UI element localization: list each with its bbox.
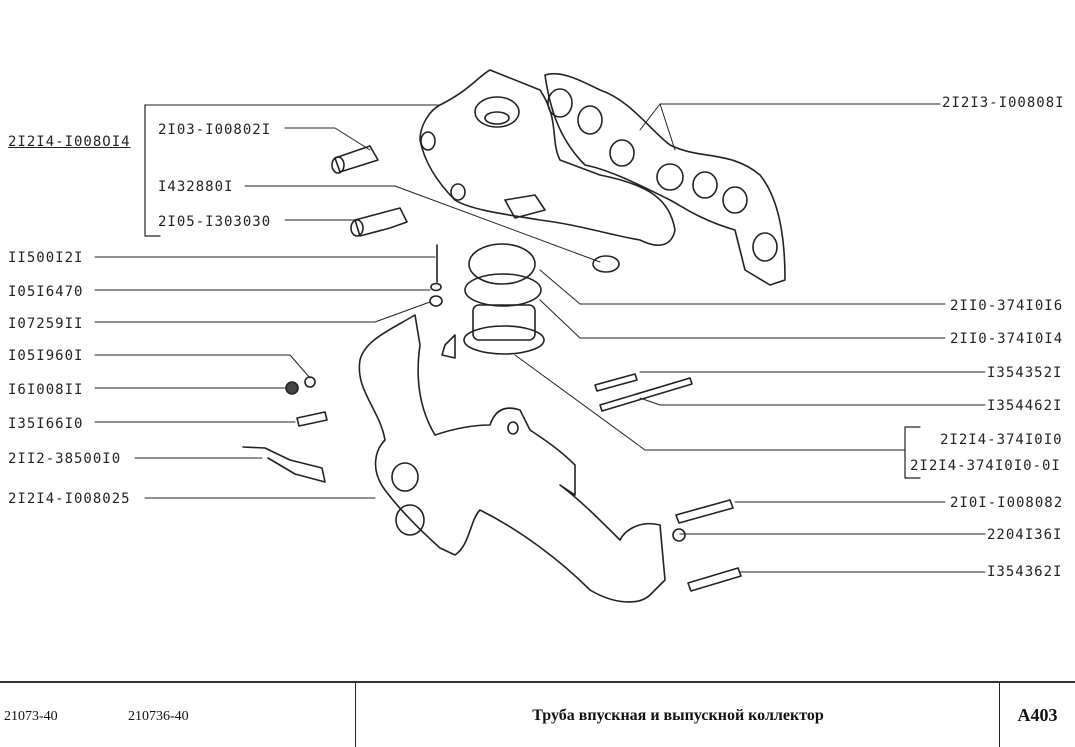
part-label-11500121: II500I2I — [8, 250, 84, 266]
model-code-2: 210736-40 — [128, 709, 189, 724]
part-label-13543621: I354362I — [987, 564, 1063, 580]
part-label-21213-1008081: 2I2I3-I00808I — [942, 95, 1065, 111]
part-label-21214-3741010: 2I2I4-374I0I0 — [940, 432, 1063, 448]
divider — [999, 683, 1000, 747]
part-label-10519601: I05I960I — [8, 348, 84, 364]
part-label-2101-1008082: 2I0I-I008082 — [950, 495, 1064, 511]
part-label-13544621: I354462I — [987, 398, 1063, 414]
exploded-parts-drawing — [94, 69, 986, 603]
page-code: A403 — [1017, 705, 1058, 725]
part-label-21214-1008025: 2I2I4-I008025 — [8, 491, 131, 507]
part-label-13516610: I35I66I0 — [8, 416, 84, 432]
part-label-2110-3741014: 2II0-374I0I4 — [950, 331, 1064, 347]
part-label-2112-3850010: 2II2-38500I0 — [8, 451, 122, 467]
part-label-10516470: I05I6470 — [8, 284, 84, 300]
part-label-21214-3741010-01: 2I2I4-374I0I0-0I — [910, 458, 1061, 474]
model-code-1: 21073-40 — [4, 709, 58, 724]
page-title: Труба впускная и выпускной коллектор — [532, 707, 824, 724]
part-label-2105-1303030: 2I05-I303030 — [158, 214, 272, 230]
part-label-22041361: 2204I36I — [987, 527, 1063, 543]
part-label-13543521: I354352I — [987, 365, 1063, 381]
group-part-number: 2I2I4-I008OI4 — [8, 134, 131, 150]
part-label-2110-3741016: 2II0-374I0I6 — [950, 298, 1064, 314]
part-label-14328801: I432880I — [158, 179, 234, 195]
title-block: 21073-40 210736-40 Труба впускная и выпу… — [0, 681, 1075, 747]
part-label-16100811: I6I008II — [8, 382, 84, 398]
part-label-10725911: I07259II — [8, 316, 84, 332]
divider — [355, 683, 356, 747]
part-label-2103-1008021: 2I03-I00802I — [158, 122, 272, 138]
